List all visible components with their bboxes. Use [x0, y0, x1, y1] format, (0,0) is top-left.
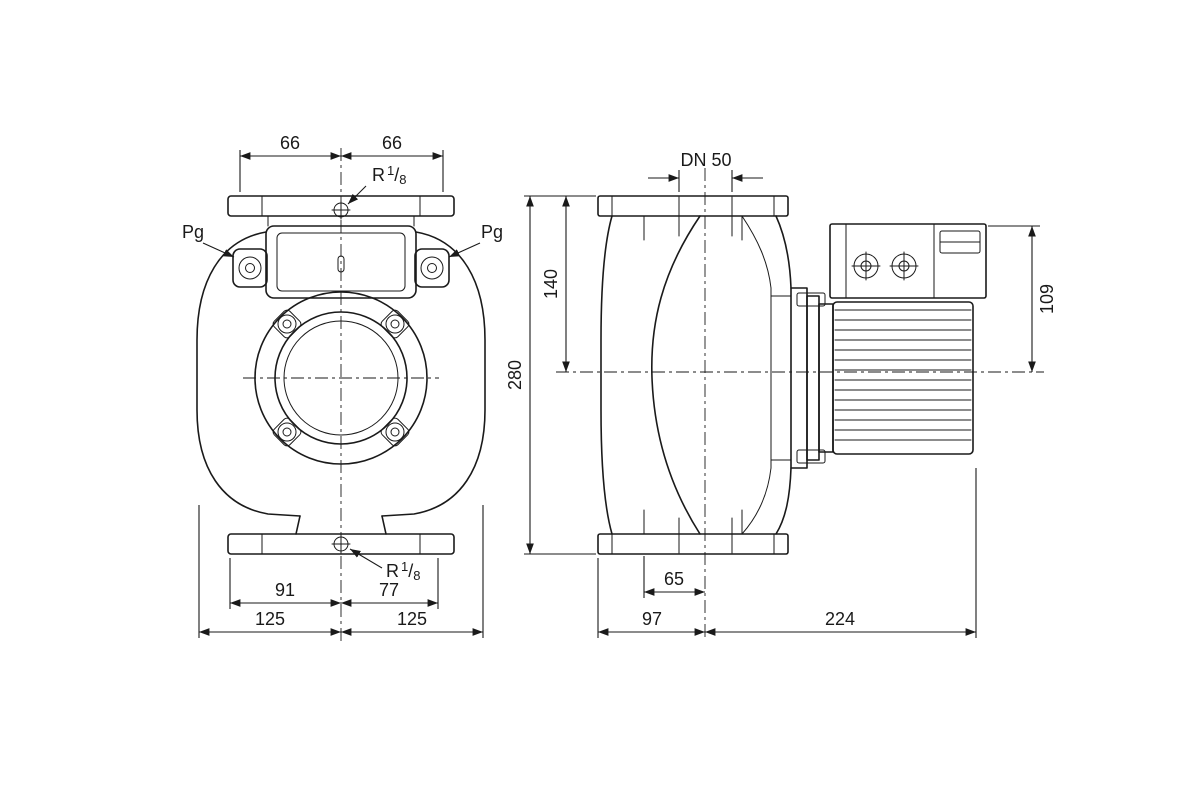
- volute-mid-circle: [274, 311, 408, 445]
- bolt-tl-hole: [282, 319, 292, 329]
- dim-97-label: 97: [642, 609, 662, 629]
- terminal-box-slot: [337, 255, 345, 273]
- thread-top-prefix: R: [372, 165, 385, 185]
- pg-left-label: Pg: [182, 222, 204, 242]
- front-view: [196, 195, 486, 555]
- side-inner-curve-bottom: [741, 467, 772, 535]
- bolt-bl-hole: [282, 427, 292, 437]
- gland-ring-left: [238, 256, 262, 280]
- side-gland-2-cross: [889, 251, 919, 281]
- bolt-br-hole: [390, 427, 400, 437]
- thread-top-denominator: 8: [399, 172, 406, 187]
- pg-right-leader: [448, 242, 481, 258]
- cable-gland-right: [414, 248, 450, 288]
- thread-bottom-slash: /: [408, 561, 413, 581]
- motor-fins: [834, 309, 972, 441]
- side-view: [597, 195, 987, 555]
- gland-body-left: [232, 248, 268, 288]
- side-gland-1-cross: [851, 251, 881, 281]
- dim-109-label: 109: [1037, 284, 1057, 314]
- side-inner-curve-top: [741, 215, 772, 289]
- dim-140-label: 140: [541, 269, 561, 299]
- side-seal-housing: [770, 287, 792, 469]
- gland-body-right: [414, 248, 450, 288]
- gland-ring-right: [420, 256, 444, 280]
- bolt-pad-tl: [272, 309, 302, 339]
- thread-top-slash: /: [394, 165, 399, 185]
- thread-bottom-prefix: R: [386, 561, 399, 581]
- thread-bottom-denominator: 8: [413, 568, 420, 583]
- flange-bolts: [272, 309, 410, 447]
- terminal-box: [265, 225, 417, 299]
- side-housing-right-top: [775, 215, 792, 289]
- side-top-flange: [597, 195, 789, 217]
- thread-bottom-numerator: 1: [401, 559, 408, 574]
- dim-dn50-label: DN 50: [680, 150, 731, 170]
- side-bottom-pipe-lines: [643, 509, 743, 554]
- terminal-box-lid: [276, 232, 406, 292]
- dim-280-label: 280: [505, 360, 525, 390]
- motor-bolt-top: [796, 292, 826, 307]
- side-housing-left: [600, 215, 613, 535]
- gland-hole-left: [245, 263, 255, 273]
- side-gland-1: [851, 251, 881, 281]
- thread-bottom-leader: [349, 548, 383, 569]
- thread-top-numerator: 1: [387, 163, 394, 178]
- side-bottom-flange: [597, 533, 789, 555]
- motor-bolt-bottom: [796, 449, 826, 464]
- volute-outer-circle: [254, 291, 428, 465]
- bottom-center-screw: [331, 534, 351, 554]
- pg-right-label: Pg: [481, 222, 503, 242]
- side-flange-bolt-lines: [611, 195, 775, 555]
- motor-flange-plate-1: [790, 287, 808, 469]
- dim-224-label: 224: [825, 609, 855, 629]
- volute-inner-circle: [283, 320, 399, 436]
- dim-66-left-label: 66: [280, 133, 300, 153]
- side-housing-right-bottom: [775, 467, 792, 535]
- front-bottom-neck-right: [381, 515, 387, 535]
- motor-body: [832, 301, 974, 455]
- thread-top-leader: [347, 185, 367, 205]
- cable-gland-left: [232, 248, 268, 288]
- bolt-tr-hole: [390, 319, 400, 329]
- side-volute-curve: [650, 215, 701, 535]
- front-bottom-neck-left: [295, 515, 301, 535]
- pg-left-leader: [202, 242, 235, 258]
- side-gland-2: [889, 251, 919, 281]
- bolt-pad-tr: [380, 309, 410, 339]
- bolt-pad-br: [380, 417, 410, 447]
- bolt-bl: [277, 422, 297, 442]
- dim-125-left-label: 125: [255, 609, 285, 629]
- dim-66-right-label: 66: [382, 133, 402, 153]
- dim-65-label: 65: [664, 569, 684, 589]
- bolt-br: [385, 422, 405, 442]
- bolt-tr: [385, 314, 405, 334]
- motor-flange-plate-3: [818, 303, 834, 453]
- gland-hole-right: [427, 263, 437, 273]
- side-dimensions: DN 50 280 140 109 65 97 224: [505, 150, 1057, 638]
- side-top-pipe-lines: [643, 196, 743, 241]
- motor-flange-plate-2: [806, 295, 820, 461]
- top-center-screw: [331, 200, 351, 220]
- bolt-tl: [277, 314, 297, 334]
- side-terminal-box: [829, 223, 987, 299]
- dim-125-right-label: 125: [397, 609, 427, 629]
- dim-91-label: 91: [275, 580, 295, 600]
- dim-77-label: 77: [379, 580, 399, 600]
- front-bottom-flange: [227, 533, 455, 555]
- bolt-pad-bl: [272, 417, 302, 447]
